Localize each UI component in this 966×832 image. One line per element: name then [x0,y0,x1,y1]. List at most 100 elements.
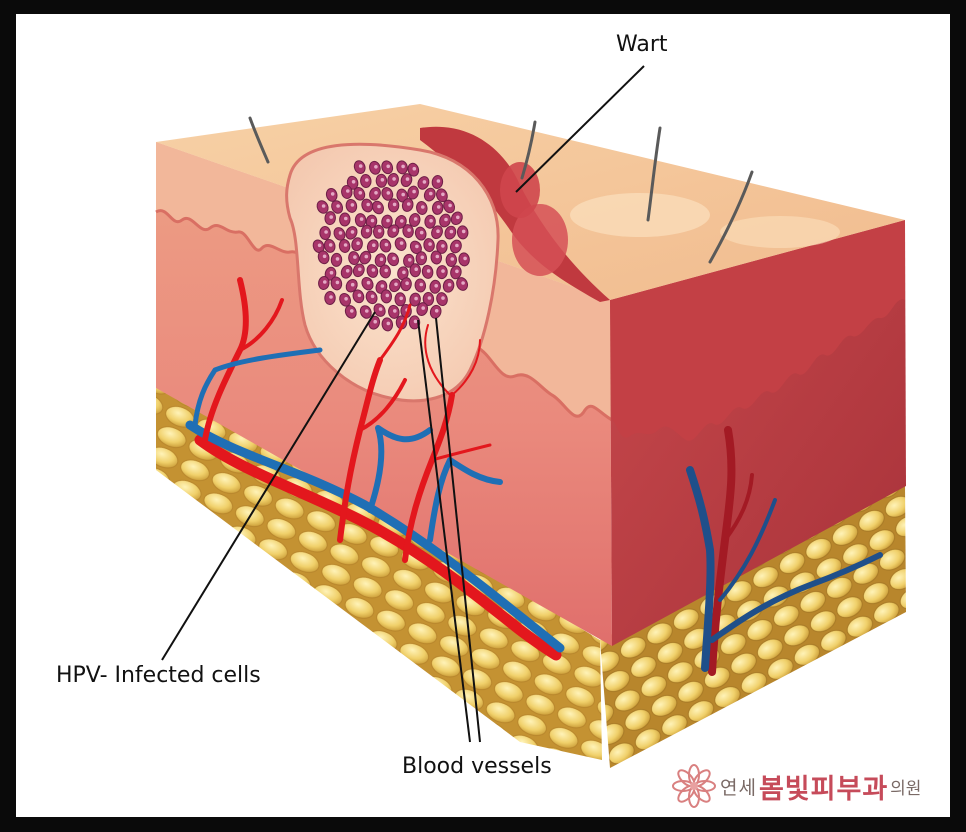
cell-nucleus [380,284,385,288]
cell-nucleus [450,257,455,261]
cell-nucleus [429,218,433,223]
cell-nucleus [392,228,397,232]
cell-nucleus [380,178,385,182]
cell-nucleus [422,180,427,184]
cell-nucleus [401,164,405,169]
cell-nucleus [385,293,390,298]
cell-nucleus [364,254,369,259]
cell-nucleus [436,205,441,209]
cell-nucleus [374,165,378,169]
cell-nucleus [378,307,383,311]
cell-nucleus [426,269,431,273]
cell-nucleus [393,309,397,313]
cell-nucleus [365,309,369,313]
cell-nucleus [436,179,441,183]
cell-nucleus [419,230,424,235]
clinic-watermark: 연세 봄빛피부과 의원 [672,762,921,810]
cell-nucleus [434,284,439,288]
cell-nucleus [456,215,460,220]
cell-nucleus [329,295,333,299]
cell-nucleus [350,309,354,313]
cell-nucleus [359,217,364,221]
hair-strands [248,116,754,264]
cell-nucleus [405,177,410,181]
cell-nucleus [420,255,425,260]
cell-nucleus [374,191,378,195]
cell-nucleus [419,282,424,287]
cell-nucleus [370,294,375,299]
cell-nucleus [358,267,362,272]
cell-nucleus [353,255,357,259]
cell-nucleus [377,204,381,209]
cell-nucleus [413,319,418,324]
cell-nucleus [329,215,334,219]
cell-nucleus [399,241,404,245]
cell-nucleus [330,192,335,196]
cell-nucleus [392,256,396,261]
cell-nucleus [447,282,452,287]
cell-nucleus [335,257,340,261]
blood-vessels-front [185,277,565,661]
cell-nucleus [370,218,375,223]
cell-nucleus [455,243,459,248]
cell-nucleus [357,293,362,298]
cell-nucleus [386,321,391,326]
cell-nucleus [350,230,355,234]
cell-nucleus [366,280,371,285]
fat-layer-front [156,372,602,760]
cell-nucleus [412,189,416,194]
cell-nucleus [414,296,418,301]
blood-vessel-pointer-line-2 [417,319,471,743]
cell-nucleus [412,166,417,171]
cell-nucleus [449,229,454,234]
cell-nucleus [436,229,440,233]
fat-layer-side [600,482,906,768]
cell-nucleus [324,230,328,234]
cell-nucleus [394,282,398,287]
hpv-infected-cells-label: HPV- Infected cells [56,663,261,688]
blood-vessels-label: Blood vessels [402,754,552,779]
cell-nucleus [392,202,397,207]
cell-nucleus [405,281,409,286]
cell-nucleus [321,204,326,208]
cell-nucleus [429,191,433,196]
cell-nucleus [444,217,448,222]
cell-nucleus [401,192,406,197]
cell-nucleus [358,191,363,195]
cell-nucleus [434,309,439,313]
cell-nucleus [400,219,404,223]
cell-nucleus [371,268,376,272]
watermark-prefix: 연세 [720,776,757,799]
cell-nucleus [358,164,363,168]
blood-vessel-pointer-line-1 [435,317,481,743]
cell-nucleus [328,243,333,247]
cell-nucleus [435,254,440,259]
cell-nucleus [350,282,355,287]
cell-nucleus [323,280,327,284]
cell-nucleus [441,244,445,248]
cell-nucleus [441,296,445,300]
cell-nucleus [384,242,389,247]
cell-nucleus [329,270,334,275]
cell-nucleus [392,177,396,181]
hpv-pointer-line [161,311,376,661]
wart-pointer-line [515,65,645,193]
cell-nucleus [338,231,343,235]
cell-nucleus [343,243,348,247]
cell-nucleus [461,281,465,285]
cell-nucleus [414,267,419,272]
cell-nucleus [421,306,426,310]
cell-nucleus [386,218,390,223]
cell-nucleus [356,241,360,245]
pointer-lines [161,65,645,743]
cell-nucleus [441,269,445,273]
cell-nucleus [366,202,371,207]
cell-nucleus [386,164,391,169]
cell-nucleus [377,229,382,233]
cell-nucleus [346,189,350,193]
watermark-brand: 봄빛피부과 [758,773,889,805]
cell-nucleus [322,254,327,259]
cell-nucleus [406,202,411,206]
cell-nucleus [407,228,411,232]
